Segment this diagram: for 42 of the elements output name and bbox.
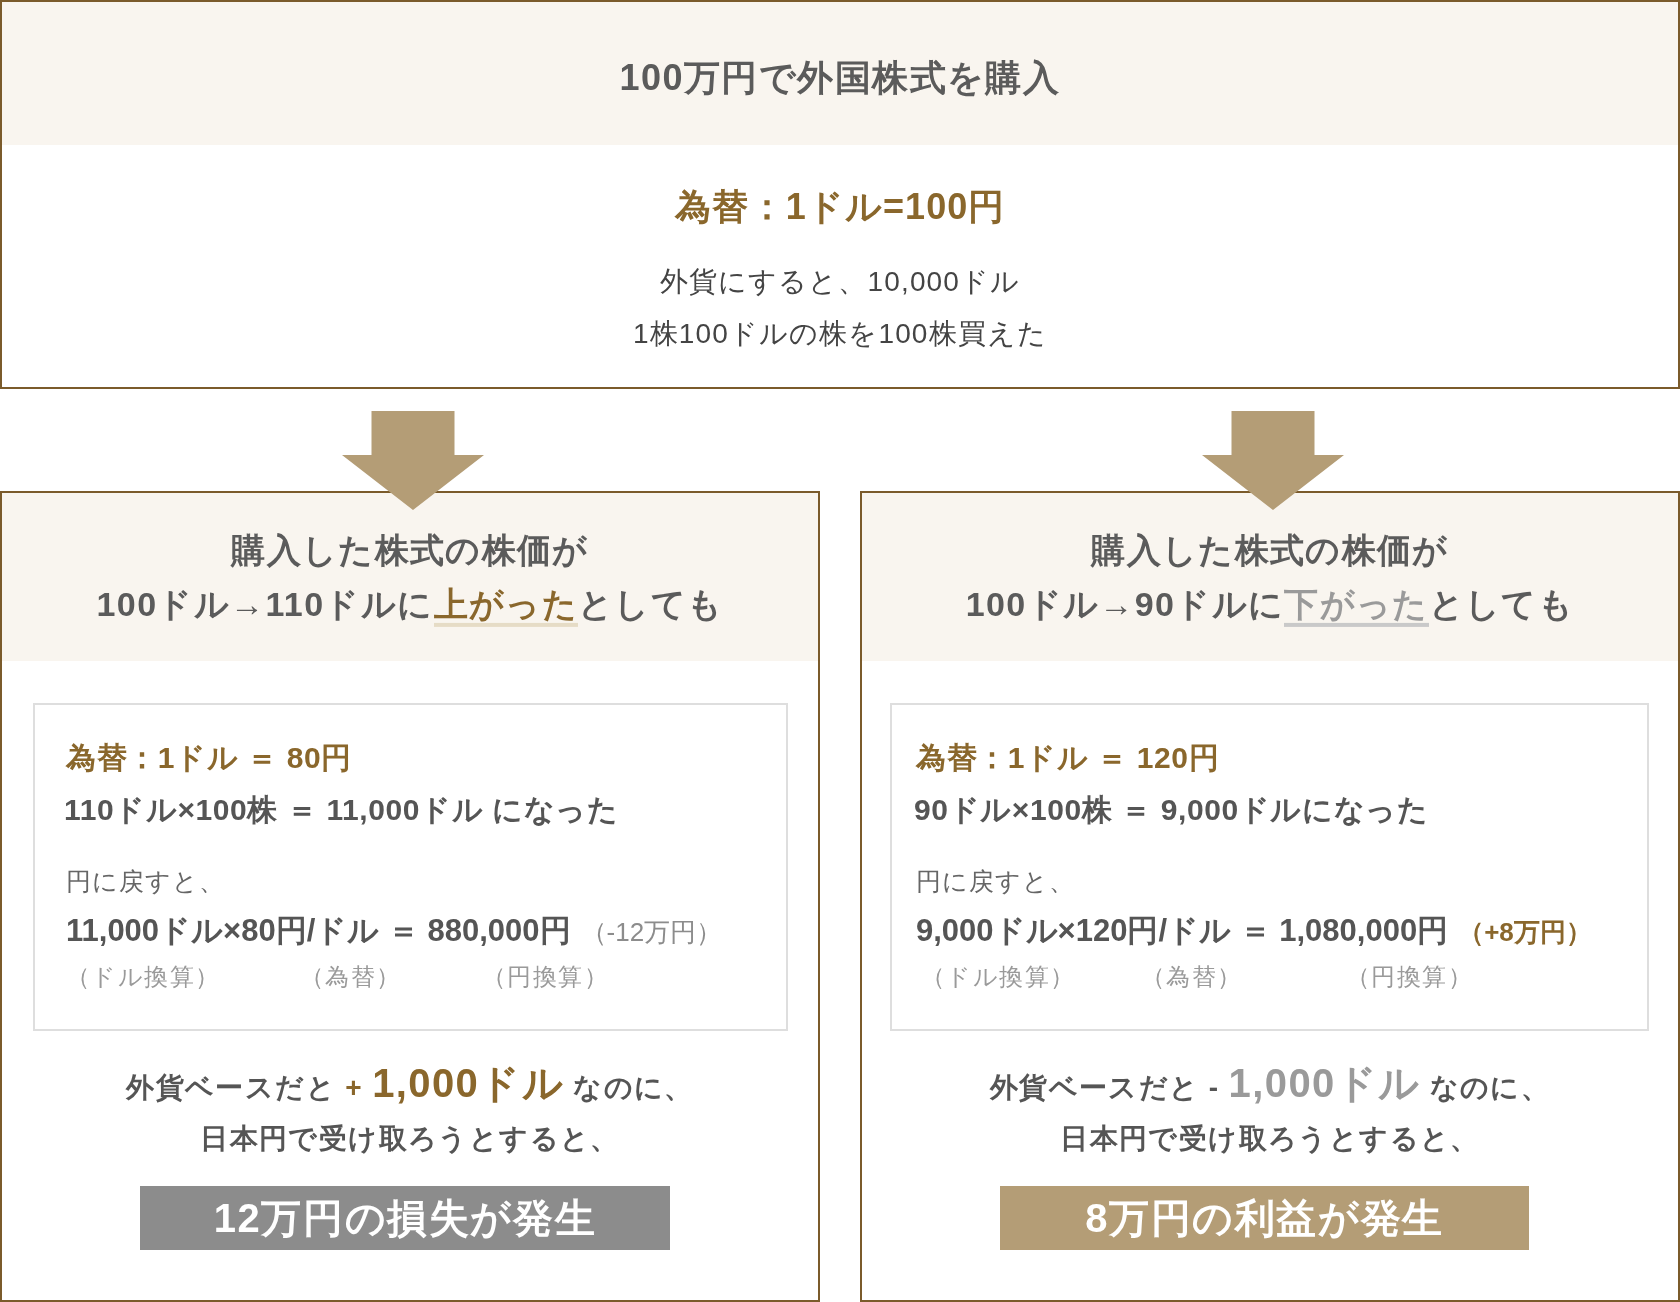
result-banner — [140, 1186, 670, 1250]
scenario-panel — [0, 491, 820, 1302]
exchange-rate-text: 為替：1ドル ＝ 80円 — [66, 739, 352, 776]
summary-text: 外貨ベースだと + 1,000ドル なのに、 — [126, 1060, 694, 1107]
calculation-text: 11,000ドル×80円/ドル ＝ 880,000円 — [66, 911, 571, 950]
result-text: 12万円の損失が発生 — [213, 1195, 597, 1242]
panel-heading: 購入した株式の株価が — [1091, 529, 1449, 571]
sublabel: （ドル換算） — [921, 962, 1076, 993]
calculation-box — [33, 703, 788, 1031]
block-arrow — [342, 411, 484, 510]
difference-note: （-12万円） — [580, 915, 723, 949]
calculation-box — [890, 703, 1649, 1031]
summary-text: 外貨ベースだと - 1,000ドル なのに、 — [989, 1060, 1551, 1107]
summary-text: 日本円で受け取ろうとすると、 — [200, 1121, 620, 1156]
calculation-text: 110ドル×100株 ＝ 11,000ドル になった — [64, 791, 619, 828]
sublabel: （円換算） — [482, 962, 610, 993]
panel-heading: 100ドル→110ドルに上がったとしても — [96, 581, 724, 627]
info-panel — [0, 0, 1680, 389]
summary-text: 日本円で受け取ろうとすると、 — [1060, 1121, 1480, 1156]
body-text: 外貨にすると、10,000ドル — [659, 264, 1021, 299]
exchange-rate-text: 為替：1ドル ＝ 120円 — [916, 739, 1220, 776]
header-band — [862, 493, 1678, 661]
calculation-text: 90ドル×100株 ＝ 9,000ドルになった — [914, 791, 1429, 828]
sublabel: （円換算） — [1346, 962, 1474, 993]
header-band — [2, 2, 1678, 145]
difference-note: （+8万円） — [1458, 915, 1592, 949]
result-text: 8万円の利益が発生 — [1085, 1195, 1444, 1242]
scenario-panel — [860, 491, 1680, 1302]
calculation-text: 9,000ドル×120円/ドル ＝ 1,080,000円 — [916, 911, 1449, 950]
panel-heading: 購入した株式の株価が — [231, 529, 589, 571]
sublabel: （為替） — [300, 962, 402, 993]
note-text: 円に戻すと、 — [916, 865, 1075, 897]
exchange-rate-text: 為替：1ドル=100円 — [674, 184, 1006, 229]
sublabel: （ドル換算） — [66, 962, 221, 993]
header-band — [2, 493, 818, 661]
section-title: 100万円で外国株式を購入 — [619, 55, 1061, 100]
block-arrow — [1202, 411, 1344, 510]
panel-heading: 100ドル→90ドルに下がったとしても — [965, 581, 1575, 627]
body-text: 1株100ドルの株を100株買えた — [632, 316, 1047, 351]
note-text: 円に戻すと、 — [66, 865, 225, 897]
result-banner — [1000, 1186, 1529, 1250]
sublabel: （為替） — [1141, 962, 1243, 993]
